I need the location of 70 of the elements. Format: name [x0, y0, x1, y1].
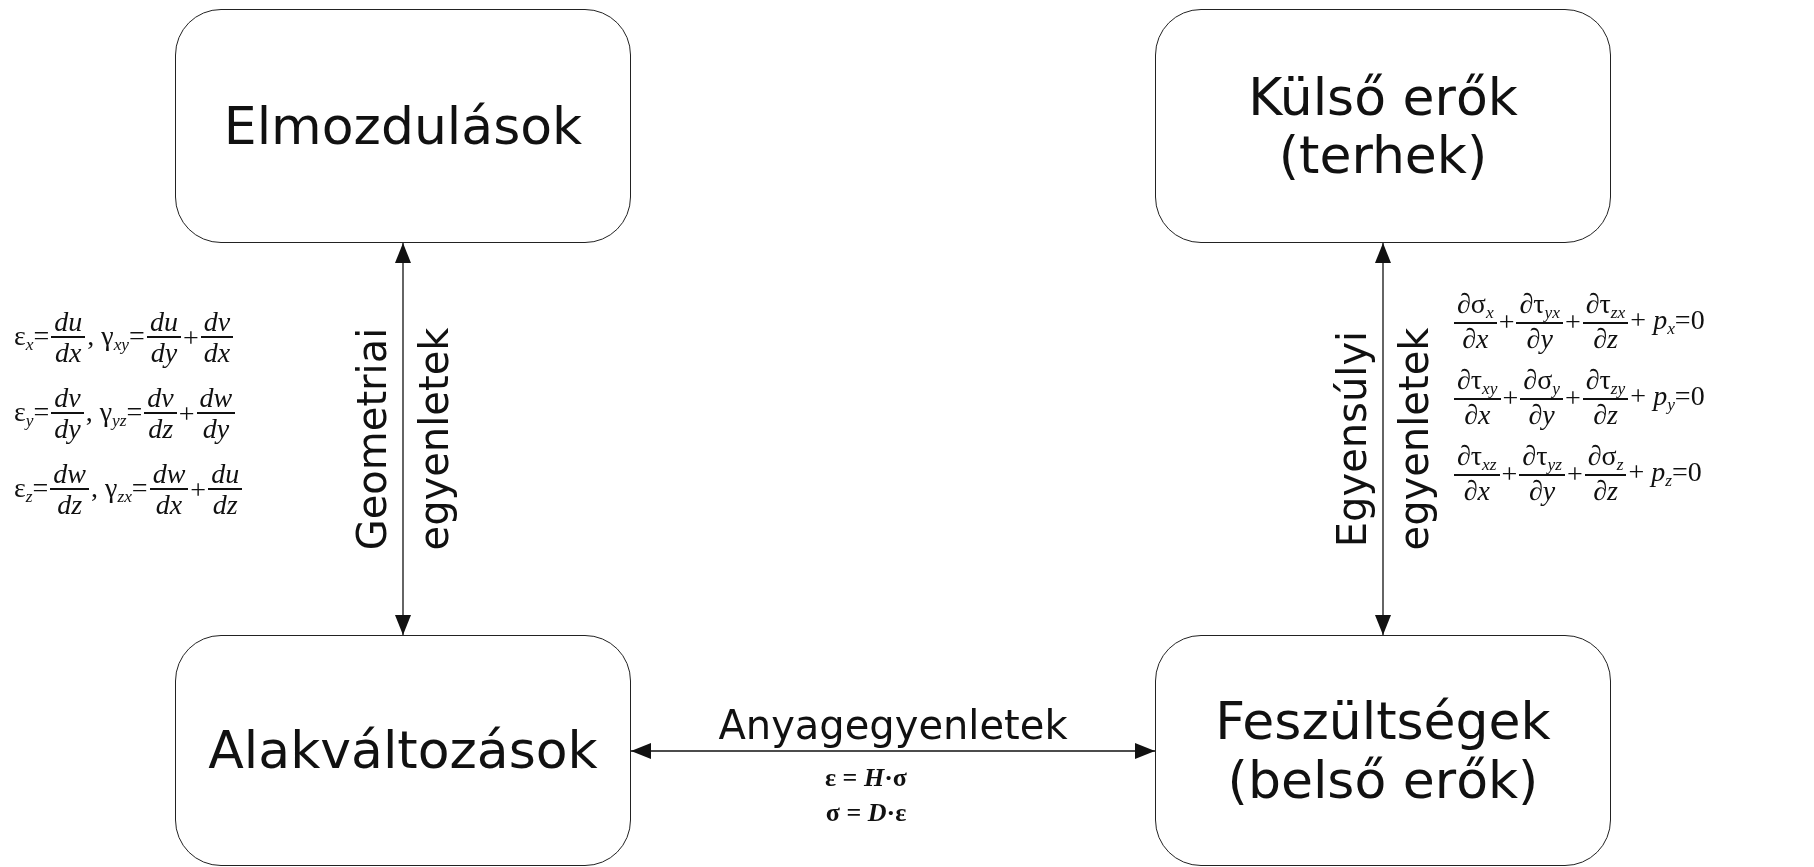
formula-text: + — [190, 474, 207, 506]
concept-box — [175, 635, 631, 866]
formula-text: + — [178, 398, 195, 430]
fraction-numerator: du — [146, 306, 181, 339]
concept-box — [1155, 9, 1611, 243]
fraction-denominator: dx — [154, 490, 184, 522]
fraction-numerator: dw — [149, 458, 189, 491]
double-arrow — [395, 242, 411, 636]
formula-text: + — [1502, 382, 1519, 414]
fraction-numerator: ∂τ$_{zx}$ — [1582, 288, 1629, 325]
formula-text: ε$_{z}$= — [14, 472, 49, 508]
concept-box — [175, 9, 631, 243]
fraction-denominator: dy — [53, 414, 82, 446]
formula-text: , γ$_{yz}$= — [85, 396, 143, 432]
fraction-denominator: dy — [201, 414, 231, 446]
edge-label: Egyensúlyi egyenletek — [1328, 326, 1438, 553]
fraction-denominator: dx — [54, 338, 83, 370]
formula-text: + — [1566, 458, 1583, 490]
fraction-numerator: du — [208, 458, 243, 491]
formula-text: + — [1564, 382, 1581, 414]
fraction-numerator: ∂τ$_{xy}$ — [1454, 364, 1501, 401]
edge-label: Anyagegyenletek — [718, 703, 1068, 747]
fraction-numerator: ∂τ$_{xz}$ — [1454, 440, 1500, 477]
formula-text: ε$_{x}$= — [14, 320, 50, 356]
formula-text: + — [1564, 306, 1581, 338]
fraction-numerator: du — [51, 306, 86, 339]
box-title: Feszültségek (belső erők) — [1214, 692, 1552, 809]
formula-text: + p$_{x}$=0 — [1630, 304, 1705, 340]
formula-text: σ = D·ε — [825, 798, 907, 828]
fraction-numerator: ∂σ$_{z}$ — [1584, 440, 1627, 477]
formula-text: + — [1501, 458, 1518, 490]
fraction-numerator: dw — [196, 382, 236, 415]
formula-text: ε$_{y}$= — [14, 396, 50, 432]
fraction-numerator: dv — [51, 382, 84, 415]
concept-box — [1155, 635, 1611, 866]
double-arrow — [630, 743, 1156, 759]
box-title: Elmozdulások — [223, 96, 583, 156]
fraction-denominator: dz — [56, 490, 84, 522]
fraction-denominator: dz — [211, 490, 239, 522]
fraction-denominator: ∂y — [1525, 324, 1554, 356]
box-title: Külső erők (terhek) — [1247, 67, 1519, 185]
fraction-numerator: dv — [200, 306, 234, 339]
edge-label: Geometriai egyenletek — [348, 326, 458, 553]
formula-text: , γ$_{xy}$= — [87, 320, 145, 356]
double-arrow — [1375, 242, 1391, 636]
fraction-numerator: ∂τ$_{yz}$ — [1519, 440, 1565, 477]
fraction-denominator: ∂z — [1592, 324, 1619, 356]
fraction-denominator: ∂x — [1463, 400, 1492, 432]
fraction-denominator: ∂x — [1462, 476, 1491, 508]
fraction-numerator: ∂σ$_{y}$ — [1520, 364, 1563, 401]
fraction-denominator: dy — [149, 338, 179, 370]
fraction-numerator: ∂τ$_{zy}$ — [1582, 364, 1629, 401]
formula-text: + p$_{z}$=0 — [1628, 456, 1702, 492]
formula-text: , γ$_{zx}$= — [91, 472, 148, 508]
fraction-numerator: dw — [50, 458, 89, 491]
fraction-denominator: ∂y — [1527, 400, 1556, 432]
formula-text: ε = H·σ — [825, 763, 907, 793]
formula-text: + p$_{y}$=0 — [1630, 380, 1705, 416]
box-title: Alakváltozások — [208, 721, 598, 780]
fraction-denominator: ∂y — [1528, 476, 1557, 508]
fraction-denominator: ∂z — [1592, 476, 1619, 508]
fraction-numerator: dv — [144, 382, 177, 415]
fraction-denominator: dx — [202, 338, 232, 370]
formula-text: + — [182, 322, 199, 354]
fraction-denominator: ∂z — [1592, 400, 1619, 432]
fraction-denominator: dz — [147, 414, 175, 446]
fraction-denominator: ∂x — [1461, 324, 1490, 356]
fraction-numerator: ∂σ$_{x}$ — [1454, 288, 1497, 325]
fraction-numerator: ∂τ$_{yx}$ — [1516, 288, 1563, 325]
formula-text: + — [1498, 306, 1515, 338]
